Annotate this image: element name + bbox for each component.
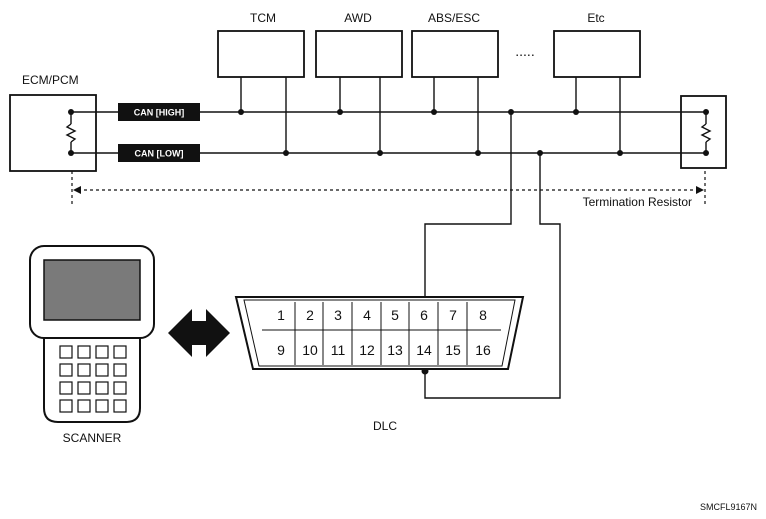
junction-dots xyxy=(68,109,709,156)
scanner-label: SCANNER xyxy=(63,431,122,445)
etc-label: Etc xyxy=(587,11,604,25)
dlc-pin: 11 xyxy=(331,342,346,358)
abs-box xyxy=(411,30,499,78)
termination-box xyxy=(680,95,727,169)
dlc-pin: 16 xyxy=(475,342,491,358)
ecm-label: ECM/PCM xyxy=(22,73,79,87)
dlc-pin: 9 xyxy=(277,342,285,358)
dlc-pin: 5 xyxy=(391,307,399,323)
dlc-pin: 8 xyxy=(479,307,487,323)
scanner-icon xyxy=(29,245,155,423)
awd-box xyxy=(315,30,403,78)
module-drop-wires xyxy=(240,77,621,153)
tcm-label: TCM xyxy=(250,11,276,25)
bidirectional-arrow-icon xyxy=(168,309,230,357)
dlc-pin: 1 xyxy=(277,307,285,323)
dlc-pin: 6 xyxy=(420,307,428,323)
awd-label: AWD xyxy=(344,11,372,25)
can-low-label: CAN [LOW] xyxy=(135,149,184,159)
can-low-tag: CAN [LOW] xyxy=(118,144,200,162)
dlc-pin: 13 xyxy=(387,342,403,358)
dlc-connector xyxy=(234,296,525,370)
termination-label: Termination Resistor xyxy=(583,195,692,209)
ecm-box xyxy=(9,94,97,172)
dlc-pin: 4 xyxy=(363,307,371,323)
dlc-pin: 3 xyxy=(334,307,342,323)
ellipsis-text: ..... xyxy=(515,43,534,59)
dlc-pin: 14 xyxy=(416,342,432,358)
dlc-pin: 12 xyxy=(359,342,375,358)
dlc-label: DLC xyxy=(373,419,397,433)
dlc-pin: 10 xyxy=(302,342,318,358)
abs-label: ABS/ESC xyxy=(428,11,480,25)
dlc-pin: 2 xyxy=(306,307,314,323)
can-high-tag: CAN [HIGH] xyxy=(118,103,200,121)
etc-box xyxy=(553,30,641,78)
reference-code: SMCFL9167N xyxy=(700,502,757,512)
dlc-pin: 15 xyxy=(445,342,461,358)
can-high-label: CAN [HIGH] xyxy=(134,108,185,118)
tcm-box xyxy=(217,30,305,78)
dlc-pin: 7 xyxy=(449,307,457,323)
termination-dimension-line xyxy=(71,171,706,205)
